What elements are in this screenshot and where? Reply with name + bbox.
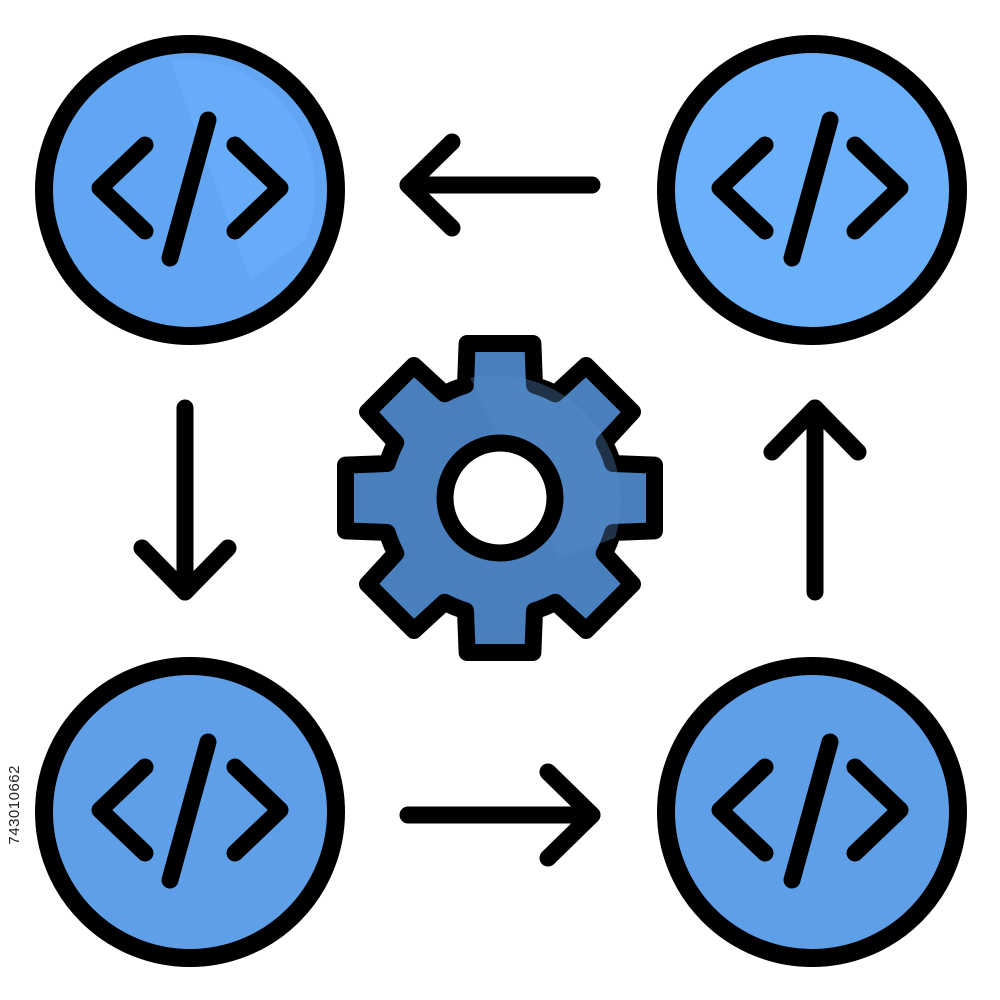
code-node-bottom-right [657, 657, 967, 967]
code-brackets-icon [711, 733, 909, 889]
gear-hole [436, 434, 564, 562]
stock-image-id: 743010662 [6, 765, 23, 845]
arrow-up-icon [763, 399, 867, 601]
code-node-top-left [35, 35, 345, 345]
code-brackets-icon [91, 733, 289, 889]
arrow-right-icon [399, 763, 601, 867]
arrow-down-icon [133, 399, 237, 601]
arrow-left-icon [399, 133, 601, 237]
code-node-bottom-left [35, 657, 345, 967]
code-node-top-right [657, 35, 967, 345]
code-brackets-icon [91, 111, 289, 267]
gear-icon [337, 335, 663, 661]
code-brackets-icon [711, 111, 909, 267]
